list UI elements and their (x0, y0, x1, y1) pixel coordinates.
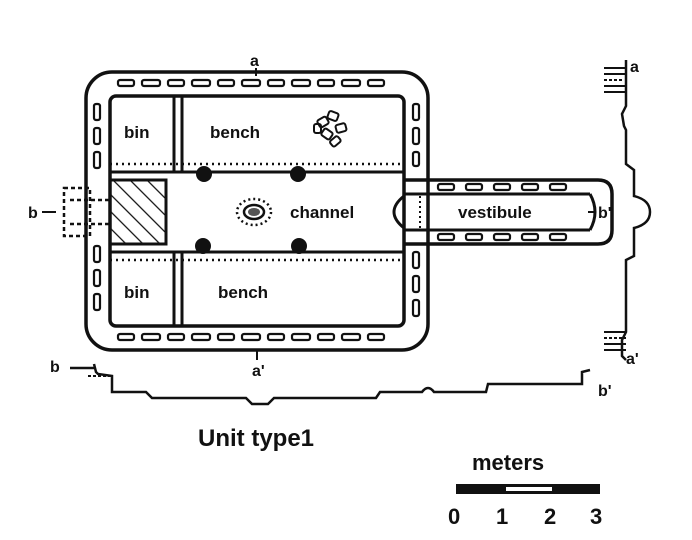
figure-caption: Unit type1 (198, 425, 314, 452)
scale-tick-2: 2 (544, 504, 556, 529)
section-mark-b-left: b (28, 205, 38, 222)
label-vestibule: vestibule (458, 203, 532, 222)
scale-tick-0: 0 (448, 504, 460, 529)
label-bin-top: bin (124, 123, 150, 142)
artifact-cluster (313, 110, 348, 148)
scale-bar: meters 0 1 2 3 (448, 450, 602, 529)
label-bin-bottom: bin (124, 283, 150, 302)
vestibule-wall (392, 178, 614, 246)
profile-mark-a-bottom: a' (626, 351, 639, 368)
interior-divisions (110, 96, 404, 326)
label-bench-bottom: bench (218, 283, 268, 302)
profile-mark-b-right: b' (598, 383, 612, 400)
wall-masonry (92, 78, 421, 342)
scale-tick-3: 3 (590, 504, 602, 529)
section-mark-a-top: a (250, 53, 259, 70)
section-profile-a: a a' (604, 59, 652, 368)
section-profile-b: b b' (50, 359, 612, 406)
scale-unit-label: meters (472, 450, 544, 475)
profile-mark-a-top: a (630, 59, 639, 76)
label-channel: channel (290, 203, 354, 222)
section-mark-b-right: b' (598, 205, 612, 222)
left-doorway (62, 186, 110, 238)
hatched-block (108, 178, 168, 246)
label-bench-top: bench (210, 123, 260, 142)
scale-tick-1: 1 (496, 504, 508, 529)
firepit (235, 197, 273, 227)
profile-mark-b-left: b (50, 359, 60, 376)
section-mark-a-bottom: a' (252, 363, 265, 380)
post-holes (195, 166, 307, 254)
